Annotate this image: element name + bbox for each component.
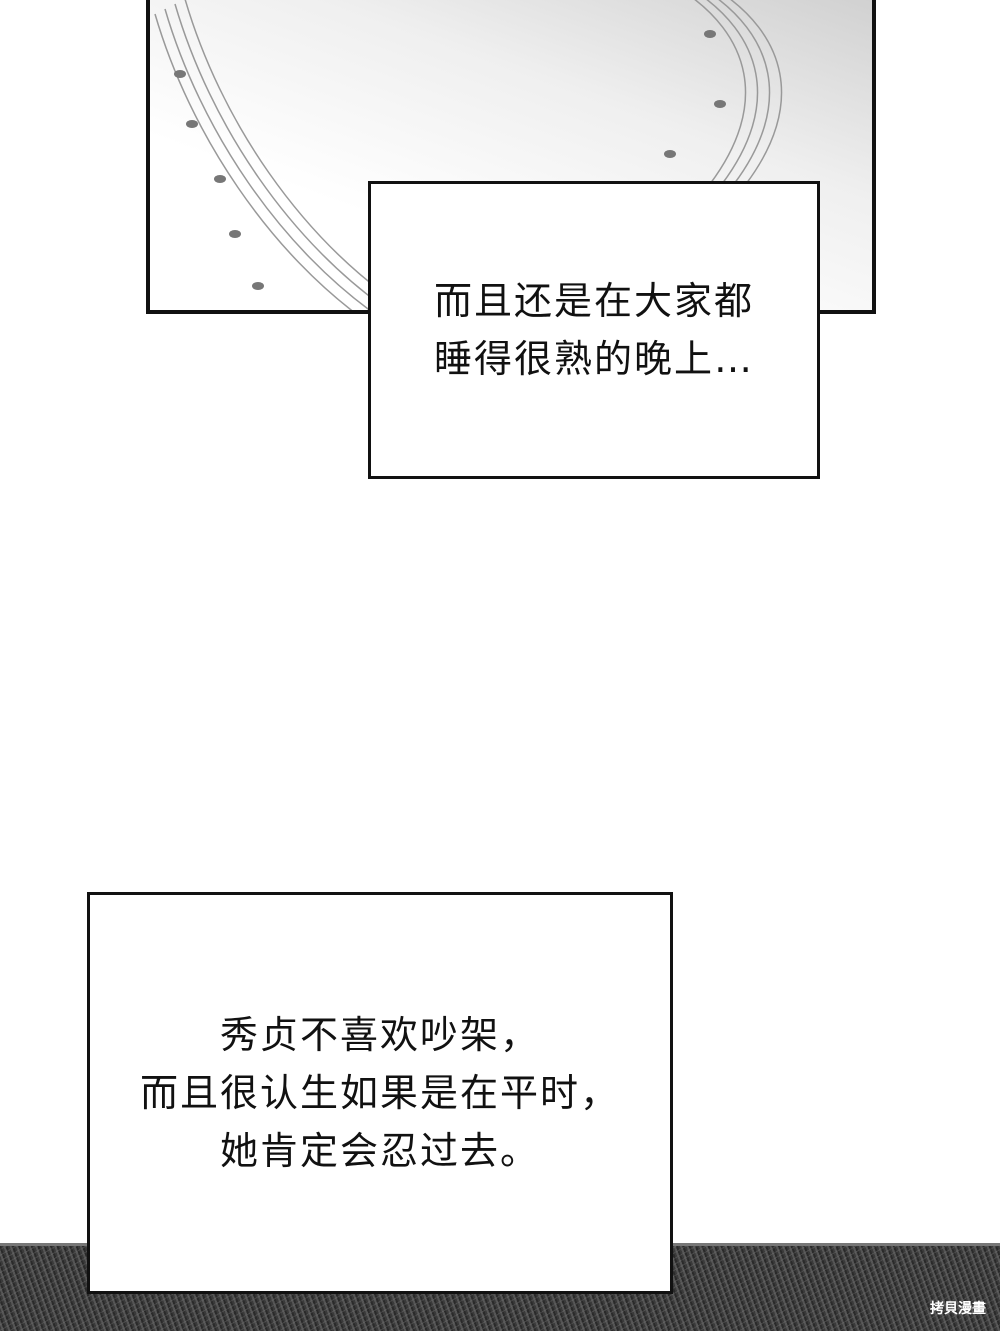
caption-line: 而且还是在大家都 [433, 279, 754, 323]
caption-line: 秀贞不喜欢吵架， [219, 1013, 540, 1057]
music-staff-illustration [154, 0, 783, 310]
caption-box-night: 而且还是在大家都 睡得很熟的晚上… [368, 181, 820, 479]
caption-box-xiuzhen: 秀贞不喜欢吵架， 而且很认生如果是在平时， 她肯定会忍过去。 [87, 892, 673, 1294]
caption-line: 睡得很熟的晚上… [433, 337, 754, 381]
caption-line: 她肯定会忍过去。 [219, 1129, 540, 1173]
caption-line: 而且很认生如果是在平时， [139, 1071, 620, 1115]
watermark: 拷貝漫畫 [930, 1301, 986, 1317]
